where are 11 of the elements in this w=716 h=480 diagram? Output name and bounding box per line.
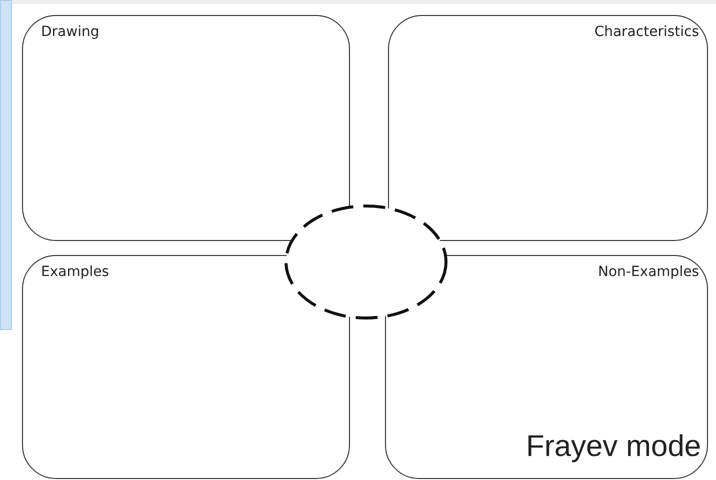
quadrant-heading: Examples: [41, 264, 110, 280]
quadrant-heading: Non-Examples: [598, 264, 699, 280]
quadrant-box: [388, 15, 708, 241]
caption-text: Frayev mode: [526, 430, 702, 464]
center-oval: [284, 204, 448, 320]
side-bar: [0, 0, 12, 330]
quadrant-box: [22, 255, 350, 479]
quadrant-box: [385, 255, 708, 479]
quadrant-heading: Characteristics: [594, 24, 699, 40]
quadrant-box: [22, 15, 350, 241]
quadrant-heading: Drawing: [41, 24, 100, 40]
